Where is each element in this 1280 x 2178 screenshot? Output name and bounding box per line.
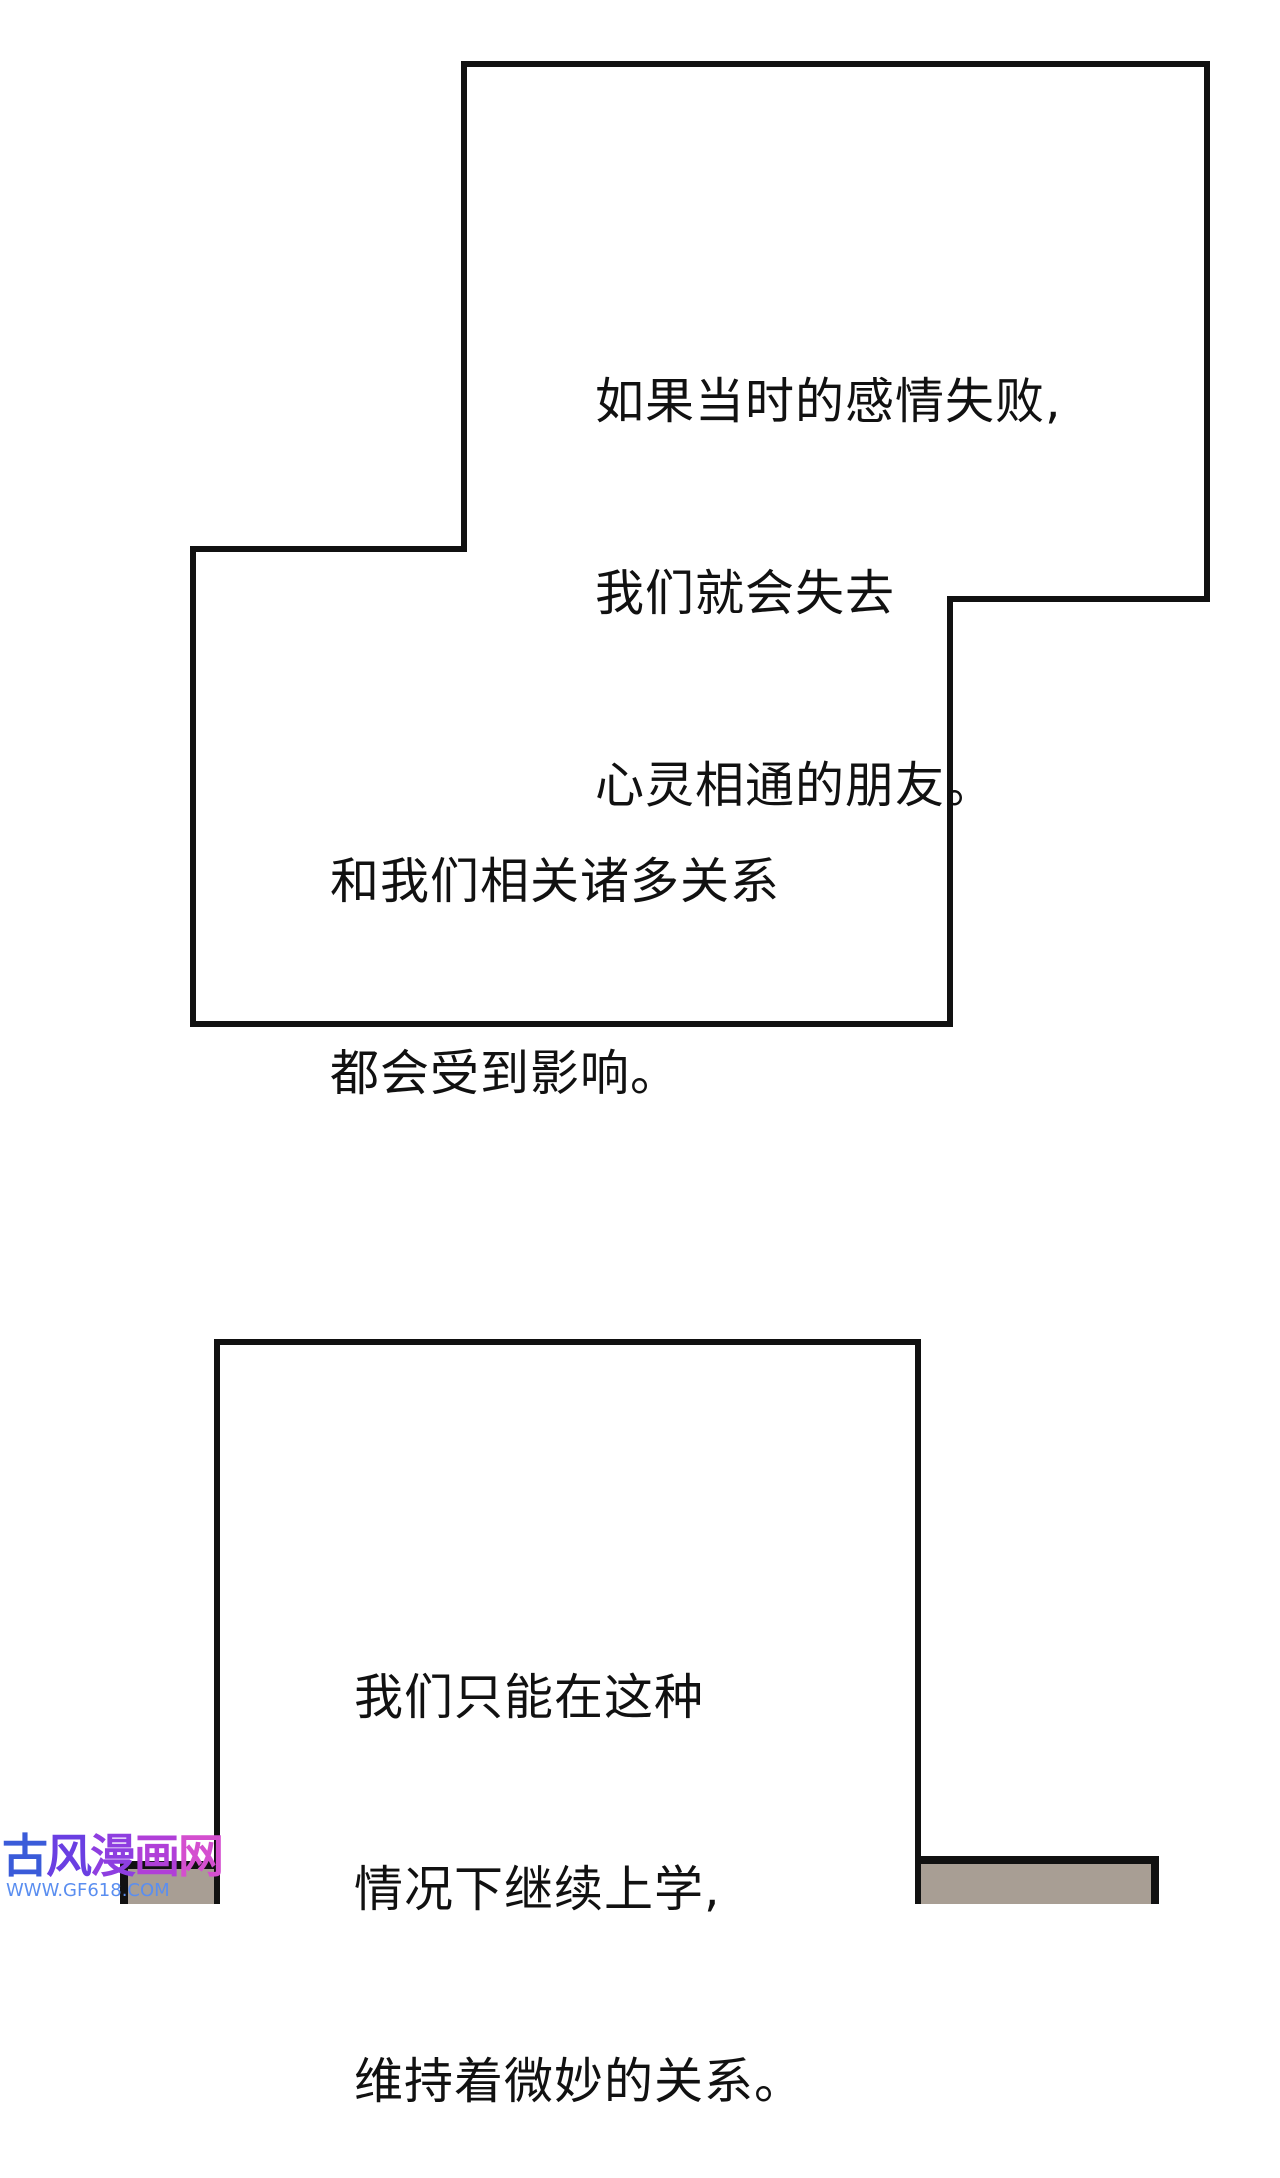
watermark-char: 风 — [46, 1829, 92, 1883]
caption-line: 情况下继续上学, — [354, 1861, 721, 1918]
watermark-url[interactable]: WWW.GF618.COM — [6, 1880, 170, 1901]
watermark-char: 网 — [178, 1829, 224, 1883]
caption-line: 我们就会失去 — [595, 565, 896, 622]
caption-box-rect — [214, 1339, 921, 1904]
caption-text-3: 我们只能在这种 情况下继续上学, 维持着微妙的关系。 — [354, 1538, 804, 2178]
comic-page — [120, 61, 1210, 1904]
caption-line: 心灵相通的朋友。 — [595, 757, 996, 814]
watermark-char: 画 — [134, 1829, 180, 1883]
caption-box-stepped — [190, 61, 1210, 1027]
watermark-char: 漫 — [90, 1829, 136, 1883]
caption-line: 和我们相关诸多关系 — [330, 853, 781, 910]
caption-line: 维持着微妙的关系。 — [354, 2053, 805, 2110]
site-watermark[interactable]: 古风漫画网 WWW.GF618.COM — [2, 1830, 224, 1904]
caption-text-2: 和我们相关诸多关系 都会受到影响。 — [330, 722, 780, 1170]
caption-line: 如果当时的感情失败, — [595, 373, 1062, 430]
scene-panel-edge — [896, 1856, 1159, 1904]
caption-line: 都会受到影响。 — [330, 1045, 681, 1102]
watermark-logo-text: 古风漫画网 — [2, 1829, 224, 1883]
caption-line: 我们只能在这种 — [354, 1669, 705, 1726]
watermark-char: 古 — [2, 1829, 48, 1883]
caption-text-1: 如果当时的感情失败, 我们就会失去 心灵相通的朋友。 — [595, 242, 1062, 882]
